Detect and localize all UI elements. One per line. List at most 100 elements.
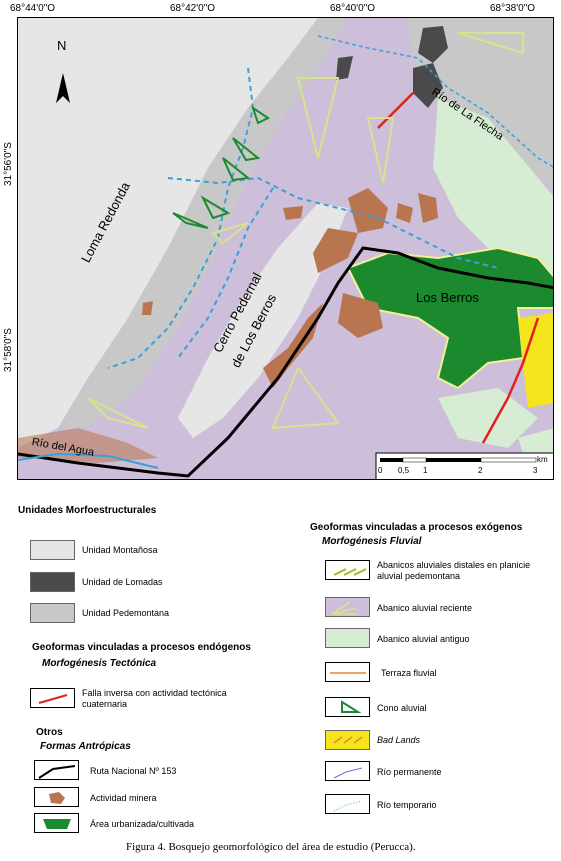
- swatch-abanico-reciente: [325, 597, 370, 617]
- scale-seg-1: [380, 458, 403, 462]
- scale-tick-1: 1: [423, 466, 428, 475]
- label-los-berros: Los Berros: [416, 290, 479, 305]
- label-lomadas: Unidad de Lomadas: [82, 577, 163, 587]
- coord-top-3: 68°40'0"O: [330, 3, 376, 14]
- label-abanico-antiguo: Abanico aluvial antiguo: [377, 634, 470, 644]
- ruta-nacional-153: [18, 246, 553, 478]
- rio-permanente-icon: [333, 767, 363, 779]
- coord-left-1: 31°56'0"S: [3, 142, 14, 186]
- abanico-outline-6: [211, 222, 249, 245]
- valle-rio-flecha: [408, 18, 553, 187]
- coord-left-2: 31°58'0"S: [3, 328, 14, 372]
- label-badlands: Bad Lands: [377, 735, 421, 745]
- falla-sur: [481, 317, 540, 444]
- cono-aluvial-2: [200, 195, 231, 220]
- swatch-minera: [34, 787, 79, 807]
- swatch-pedemontana: [30, 603, 75, 623]
- abanico-reciente-icon: [331, 601, 358, 615]
- scale-bar-box: [375, 452, 553, 479]
- scale-tick-05: 0,5: [398, 466, 410, 475]
- lomadas-2: [413, 63, 443, 108]
- label-falla: Falla inversa con actividad tectónica cu…: [82, 688, 227, 709]
- scale-seg-2: [402, 457, 427, 463]
- legend-antropicas-sub: Formas Antrópicas: [40, 741, 131, 752]
- cerro-pedernal-area: [178, 203, 348, 438]
- actividad-minera-8: [142, 301, 153, 315]
- rio-temporario-icon: [333, 800, 363, 812]
- minera-icon: [49, 792, 65, 804]
- badlands-icon: [333, 736, 363, 744]
- falla-icon: [38, 694, 68, 704]
- lomadas-1: [418, 26, 448, 63]
- legend-exogenos-title: Geoformas vinculadas a procesos exógenos: [310, 522, 523, 533]
- swatch-falla: [30, 688, 75, 708]
- rio-temporario-3: [177, 187, 274, 359]
- scale-tick-2: 2: [478, 466, 483, 475]
- label-rio-temporario: Río temporario: [377, 800, 437, 810]
- scale-unit: km: [537, 455, 548, 464]
- legend-endogenos-title: Geoformas vinculadas a procesos endógeno…: [32, 642, 251, 653]
- abanico-outline-3: [457, 32, 524, 55]
- label-minera: Actividad minera: [90, 793, 157, 803]
- swatch-ruta: [34, 760, 79, 780]
- swatch-abanicos-distales: [325, 560, 370, 580]
- abanico-outline-4: [271, 365, 340, 430]
- coord-top-2: 68°42'0"O: [170, 3, 216, 14]
- actividad-minera-1: [348, 188, 388, 233]
- label-abanicos-distales: Abanicos aluviales distales en planicie …: [377, 560, 531, 581]
- abanico-outline-1: [296, 77, 340, 159]
- legend-morfoestructurales-title: Unidades Morfoestructurales: [18, 505, 157, 516]
- unidad-montanosa-area: [18, 18, 318, 448]
- actividad-minera-3: [396, 203, 413, 223]
- abanico-antiguo-2: [438, 388, 538, 448]
- label-urbanizada: Área urbanizada/cultivada: [90, 819, 195, 829]
- rio-del-agua-line: [18, 452, 159, 469]
- label-abanico-reciente: Abanico aluvial reciente: [377, 603, 473, 613]
- north-arrow-icon: [56, 73, 70, 103]
- cono-icon: [341, 700, 362, 713]
- label-ruta: Ruta Nacional Nº 153: [90, 766, 177, 776]
- actividad-minera-7: [283, 206, 303, 220]
- geomorphological-map: N Loma Redonda Cerro Pedernal de Los Ber…: [17, 17, 554, 480]
- abanico-outline-5: [87, 397, 149, 429]
- scale-seg-3: [426, 458, 481, 462]
- unidad-pedemontana-area: [58, 18, 348, 428]
- bad-lands-area: [518, 313, 553, 408]
- swatch-rio-temporario: [325, 794, 370, 814]
- scale-tick-3: 3: [533, 466, 538, 475]
- label-pedemontana: Unidad Pedemontana: [82, 608, 170, 618]
- lomadas-3: [336, 56, 353, 80]
- legend-otros-title: Otros: [36, 727, 63, 738]
- ruta-icon: [38, 765, 76, 779]
- cono-aluvial-4: [232, 137, 261, 162]
- label-cono: Cono aluvial: [377, 703, 427, 713]
- legend-tectonica-sub: Morfogénesis Tectónica: [42, 658, 157, 669]
- abanico-outline-2: [366, 117, 395, 184]
- legend-fluvial-sub: Morfogénesis Fluvial: [322, 536, 422, 547]
- coord-top-1: 68°44'0"O: [10, 3, 56, 14]
- swatch-rio-permanente: [325, 761, 370, 781]
- urbanizada-icon: [43, 819, 71, 829]
- swatch-montanosa: [30, 540, 75, 560]
- cono-aluvial-5: [251, 105, 270, 125]
- abanicos-distales-icon: [333, 568, 367, 576]
- figure-caption: Figura 4. Bosquejo geomorfológico del ár…: [126, 841, 416, 853]
- swatch-cono: [325, 697, 370, 717]
- actividad-minera-4: [418, 193, 438, 223]
- swatch-lomadas: [30, 572, 75, 592]
- actividad-minera-5: [338, 293, 383, 338]
- scale-seg-4: [480, 457, 537, 463]
- scale-tick-0: 0: [378, 466, 383, 475]
- label-montanosa: Unidad Montañosa: [82, 545, 158, 555]
- swatch-abanico-antiguo: [325, 628, 370, 648]
- terraza-icon: [330, 672, 366, 674]
- map-canvas: [18, 18, 553, 479]
- rio-flecha-line: [317, 35, 553, 168]
- cono-aluvial-3: [222, 157, 251, 182]
- label-terraza: Terraza fluvial: [381, 668, 437, 678]
- actividad-minera-2: [313, 228, 358, 273]
- abanico-antiguo-1: [433, 98, 553, 273]
- label-rio-permanente: Río permanente: [377, 767, 442, 777]
- rio-temporario-2: [167, 176, 499, 269]
- coord-top-4: 68°38'0"O: [490, 3, 536, 14]
